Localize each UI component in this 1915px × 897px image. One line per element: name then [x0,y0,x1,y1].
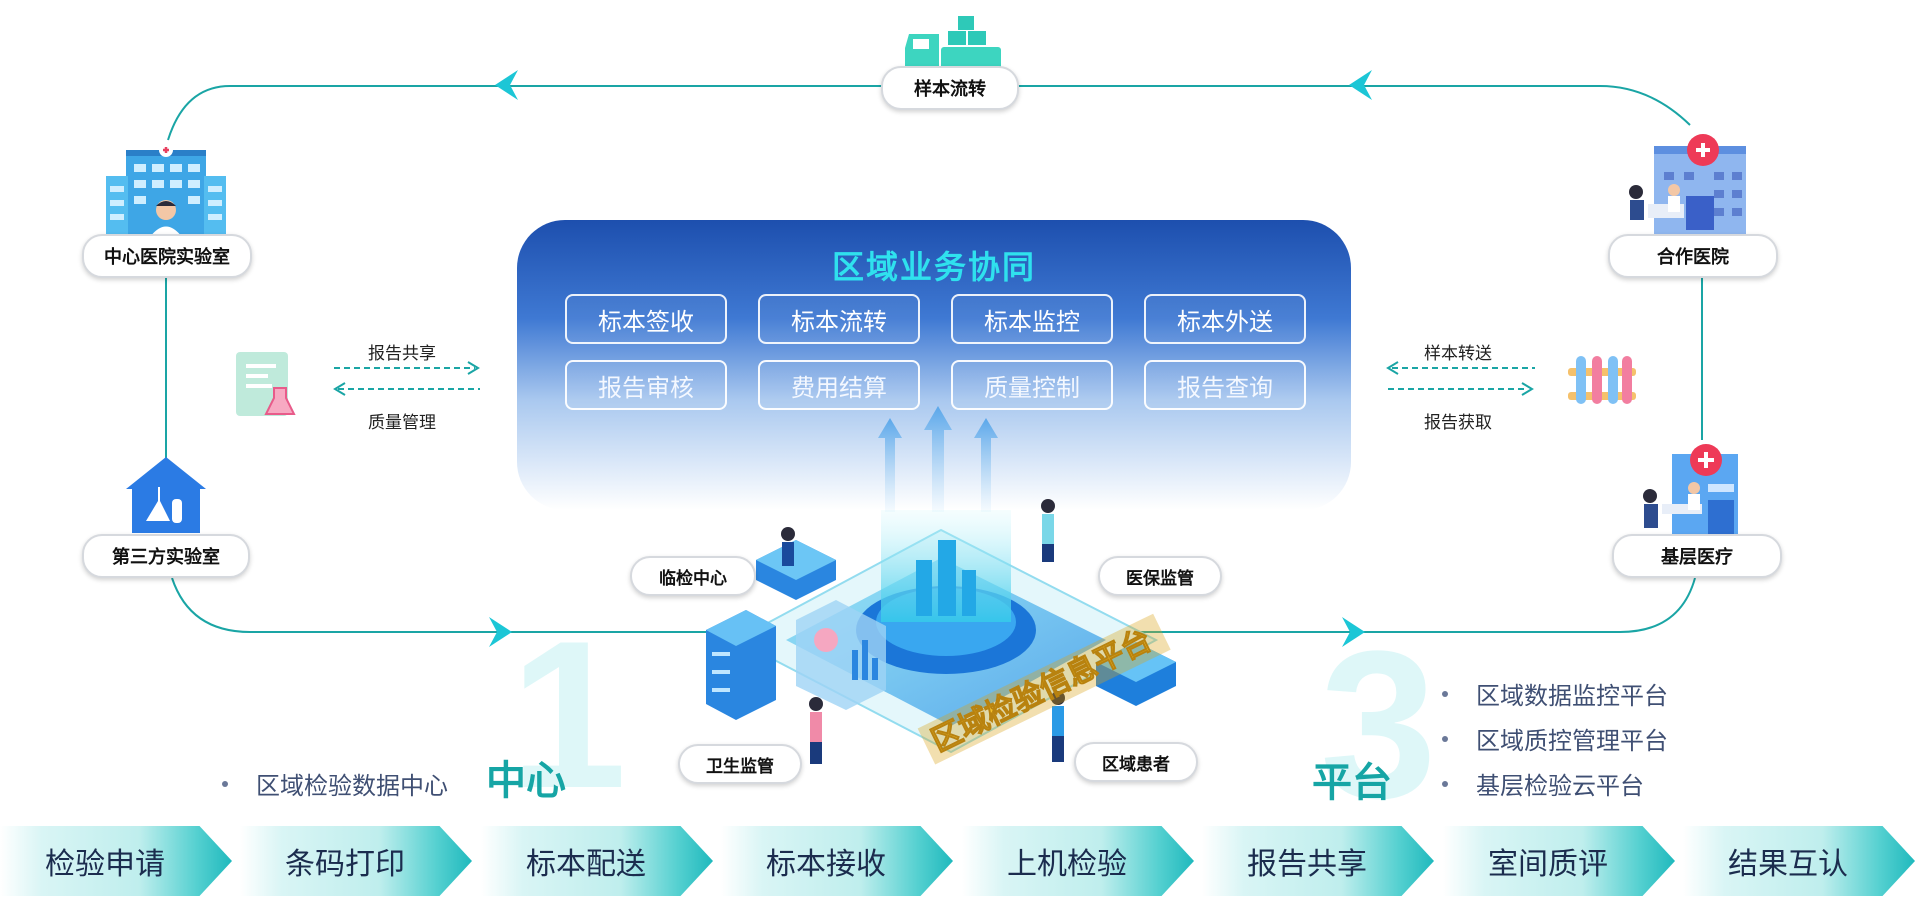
regional-patients-pill: 区域患者 [1074,742,1198,782]
step-7: 室间质评 [1443,826,1675,896]
left-block-bullet-1: 区域检验数据中心 [222,766,448,801]
panel-tag-r2-3: 质量控制 [951,360,1113,410]
right-bullet-text-2: 区域质控管理平台 [1476,727,1668,755]
partner-hospital-pill: 合作医院 [1608,234,1778,278]
right-exchange-arrows [1386,361,1535,396]
left-exchange-top-label: 报告共享 [368,344,436,364]
third-lab-pill: 第三方实验室 [82,534,250,578]
right-block-number: 3 [1320,607,1437,842]
right-bullet-text-1: 区域数据监控平台 [1476,682,1668,710]
step-1: 检验申请 [0,826,232,896]
bullet-dot [1442,690,1448,697]
test-tubes-icon [1568,356,1636,404]
regional-patients-label: 区域患者 [1102,754,1170,775]
panel-tag-r1-1: 标本签收 [565,294,727,344]
partner-hospital-icon [1629,134,1746,234]
person-figures [781,499,1065,764]
clinical-center-pill: 临检中心 [630,556,756,596]
bullet-dot [1442,735,1448,742]
upload-arrows-icon [878,406,998,512]
center-lab-label: 中心医院实验室 [104,247,230,268]
panel-tag-r2-4: 报告查询 [1144,360,1306,410]
third-lab-label: 第三方实验室 [112,547,220,568]
server-rack-icon [706,610,776,720]
chevron-right-bottom-1 [489,617,512,647]
left-block-title: 中心 [486,758,566,804]
right-block-bullet-2: 区域质控管理平台 [1442,721,1668,756]
partner-hospital-label: 合作医院 [1657,247,1729,268]
regional-lab-platform-illustration: 区域检验信息平台 [706,499,1176,765]
left-exchange-arrows [333,361,480,396]
insurance-supervision-label: 医保监管 [1126,568,1194,589]
truck-icon [905,16,1001,76]
panel-title: 区域业务协同 [831,248,1036,286]
panel-tag-r2-2: 费用结算 [758,360,920,410]
step-5: 上机检验 [962,826,1194,896]
right-exchange-bottom-label: 报告获取 [1424,413,1492,433]
step-4: 标本接收 [721,826,953,896]
chevron-left-top-2 [1349,70,1372,100]
bullet-dot [1442,780,1448,787]
right-block-bullet-1: 区域数据监控平台 [1442,676,1668,711]
step-3: 标本配送 [481,826,713,896]
left-bullet-text-1: 区域检验数据中心 [256,772,448,800]
chevron-left-top-1 [495,70,518,100]
top-node-label: 样本流转 [914,79,986,100]
step-2: 条码打印 [240,826,472,896]
report-document-icon [236,352,296,416]
health-supervision-pill: 卫生监管 [678,744,802,784]
step-8: 结果互认 [1683,826,1915,896]
top-flow-line [167,85,1691,141]
panel-tag-r1-2: 标本流转 [758,294,920,344]
right-exchange-top-label: 样本转送 [1424,344,1492,364]
top-node-pill: 样本流转 [881,66,1019,110]
hospital-building-icon [106,143,226,237]
panel-tag-r2-1: 报告审核 [565,360,727,410]
right-block-bullet-3: 基层检验云平台 [1442,766,1644,801]
panel-tag-r1-4: 标本外送 [1144,294,1306,344]
left-block-number: 1 [510,597,627,832]
step-6: 报告共享 [1202,826,1434,896]
lab-house-icon [126,457,206,533]
right-block-title: 平台 [1312,760,1392,806]
center-lab-pill: 中心医院实验室 [82,234,252,278]
primary-care-pill: 基层医疗 [1612,534,1782,578]
right-bullet-text-3: 基层检验云平台 [1476,772,1644,800]
insurance-supervision-pill: 医保监管 [1098,556,1222,596]
bottom-flow-line [171,577,1696,633]
health-supervision-label: 卫生监管 [706,756,774,777]
clinic-icon [1643,444,1738,534]
clinical-center-label: 临检中心 [659,568,727,589]
left-exchange-bottom-label: 质量管理 [368,413,436,433]
chevron-right-bottom-2 [1342,617,1365,647]
bullet-dot [222,780,228,787]
panel-tag-r1-3: 标本监控 [951,294,1113,344]
primary-care-label: 基层医疗 [1661,547,1733,568]
